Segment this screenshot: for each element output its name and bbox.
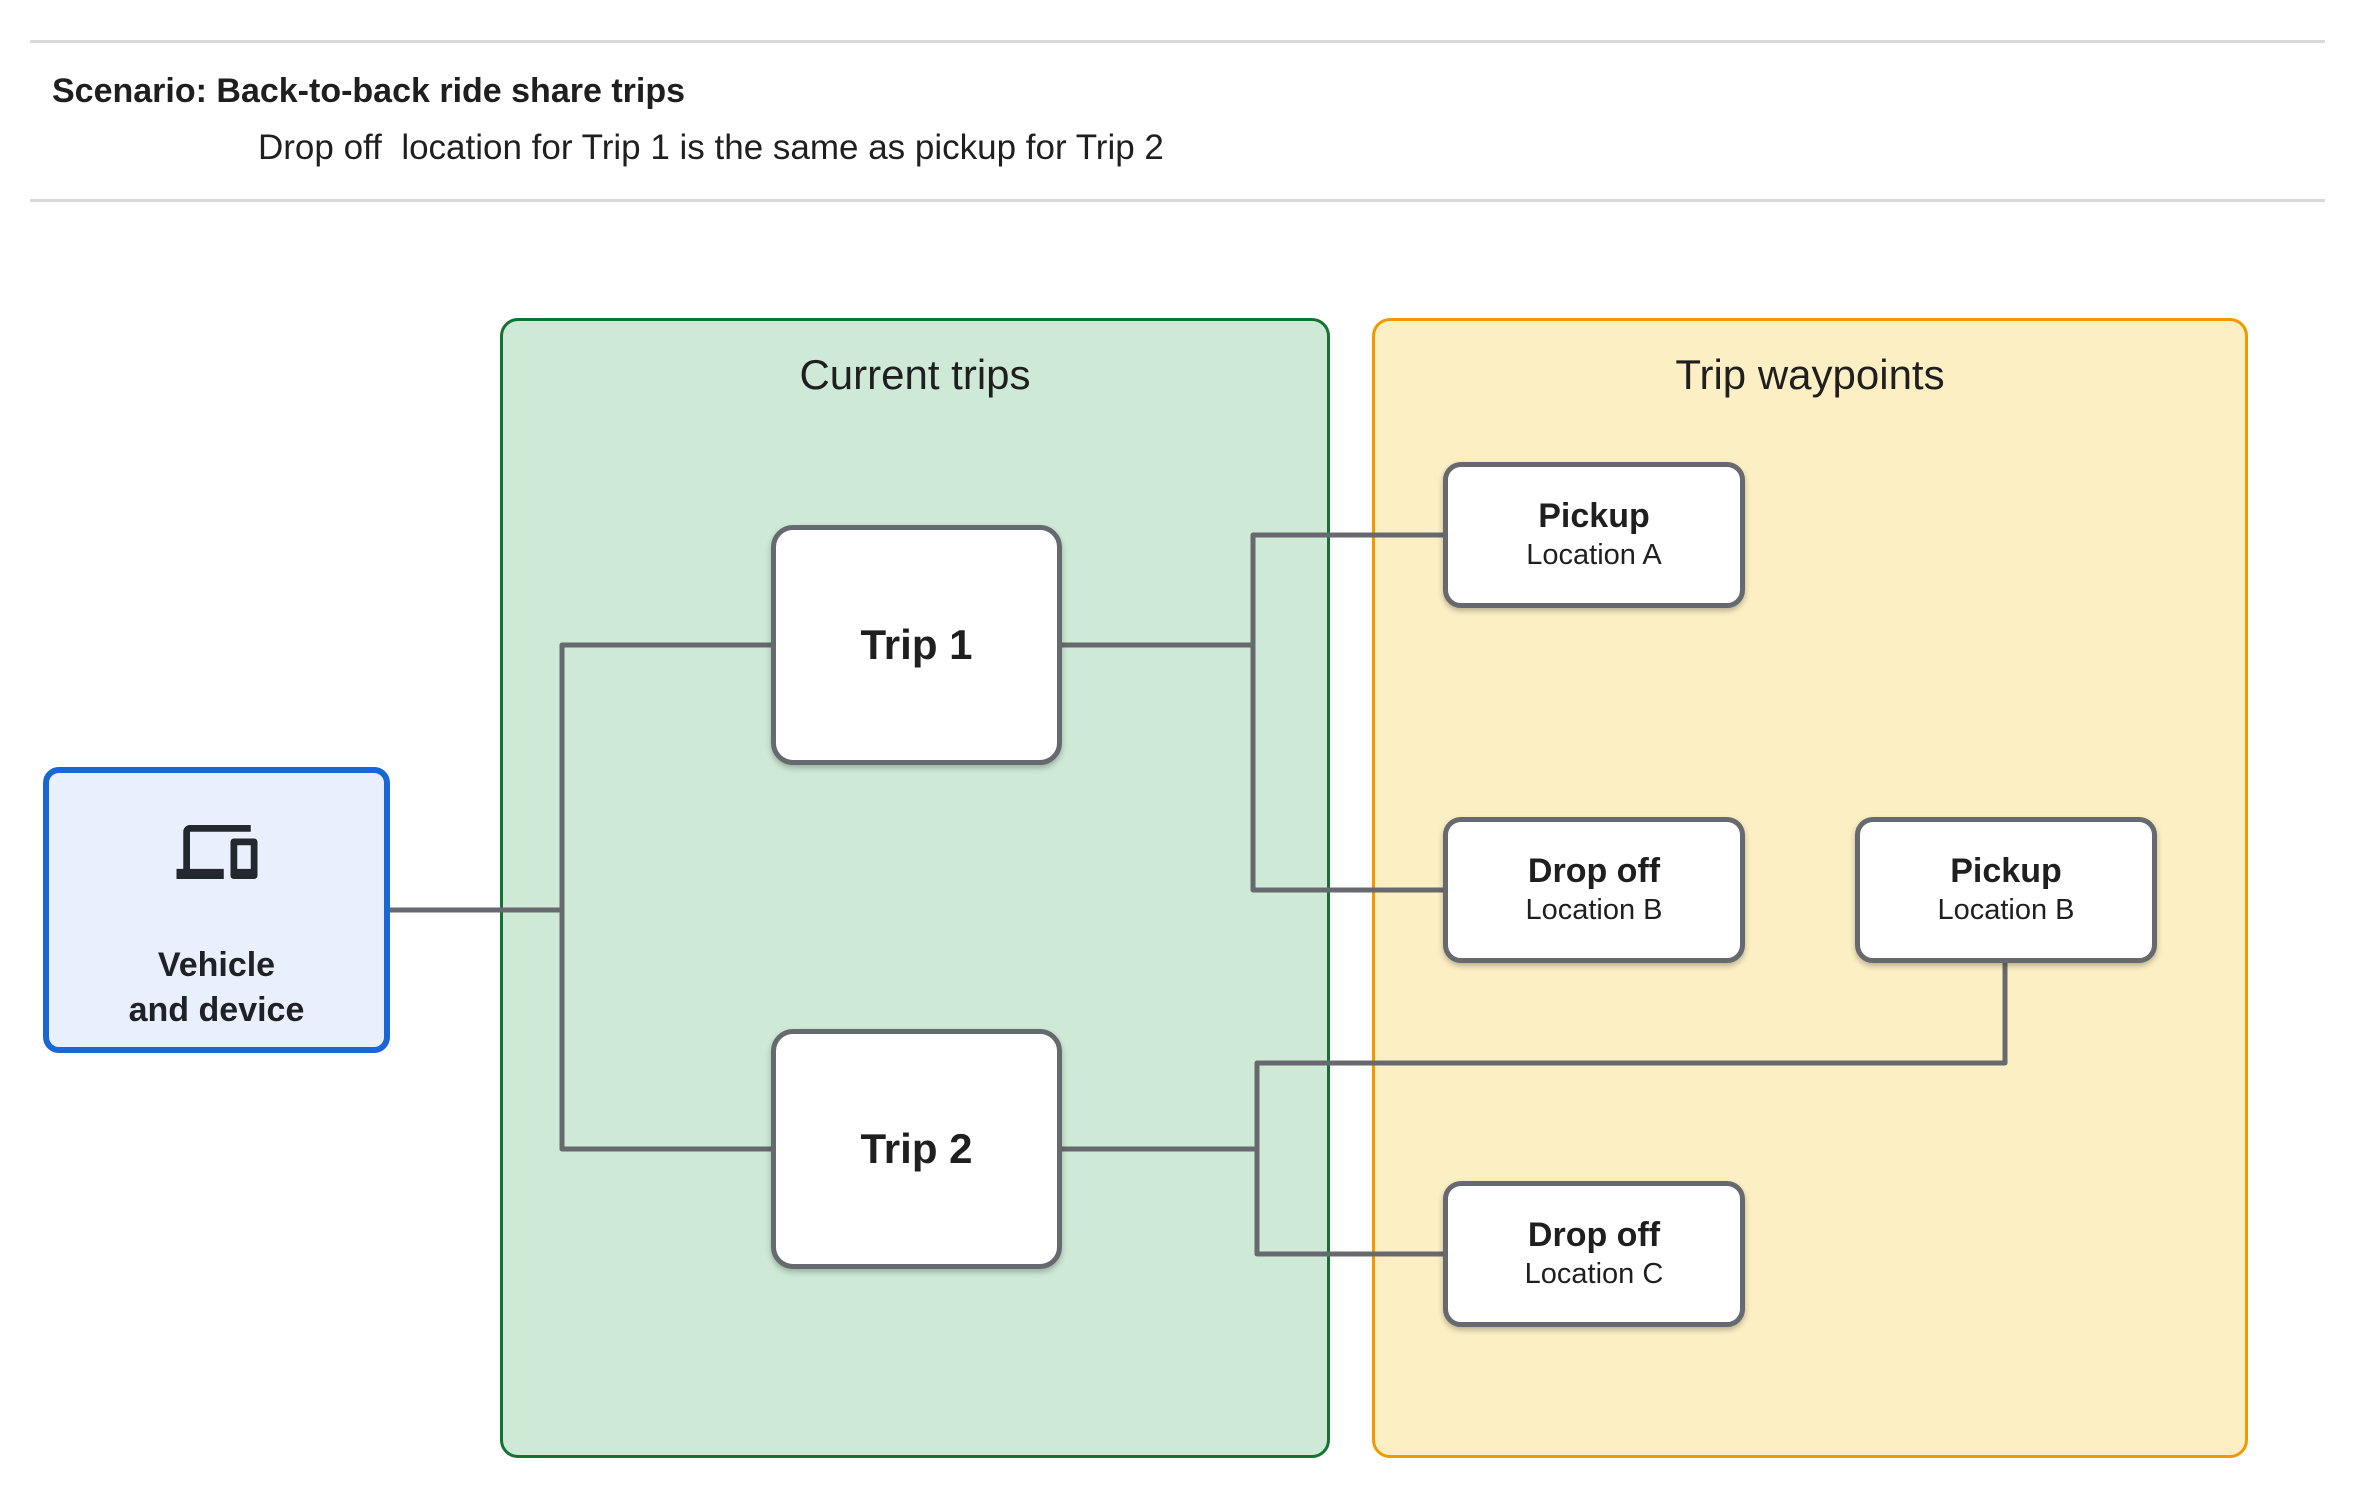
waypoint-title: Pickup: [1538, 497, 1650, 536]
waypoint-dropoff-location-b: Drop off Location B: [1443, 817, 1745, 963]
trip-2-node: Trip 2: [771, 1029, 1062, 1269]
divider-bottom: [30, 199, 2325, 202]
waypoint-dropoff-location-c: Drop off Location C: [1443, 1181, 1745, 1327]
panel-current-trips-title: Current trips: [799, 351, 1031, 398]
panel-current-trips: Current trips: [500, 318, 1330, 1458]
vehicle-device-node: Vehicle and device: [43, 767, 390, 1053]
waypoint-subtitle: Location C: [1524, 1257, 1664, 1290]
waypoint-subtitle: Location A: [1526, 538, 1662, 571]
waypoint-subtitle: Location B: [1525, 893, 1663, 926]
waypoint-title: Drop off: [1527, 852, 1661, 891]
waypoint-pickup-location-b: Pickup Location B: [1855, 817, 2157, 963]
waypoint-subtitle: Location B: [1937, 893, 2075, 926]
waypoint-title: Drop off: [1527, 1216, 1661, 1255]
panel-trip-waypoints-title: Trip waypoints: [1675, 351, 1945, 398]
page-subtitle: Drop off location for Trip 1 is the same…: [258, 128, 1164, 167]
trip-1-node: Trip 1: [771, 525, 1062, 765]
trip-2-label: Trip 2: [860, 1125, 973, 1172]
page-title: Scenario: Back-to-back ride share trips: [52, 72, 686, 110]
vehicle-label-line1: Vehicle: [157, 946, 276, 984]
vehicle-label-line2: and device: [128, 991, 305, 1029]
waypoint-title: Pickup: [1950, 852, 2062, 891]
devices-icon: [176, 825, 257, 879]
divider-top: [30, 40, 2325, 43]
vehicle-device-label: Vehicle and device: [49, 943, 384, 1033]
trip-1-label: Trip 1: [860, 621, 973, 668]
waypoint-pickup-location-a: Pickup Location A: [1443, 462, 1745, 608]
